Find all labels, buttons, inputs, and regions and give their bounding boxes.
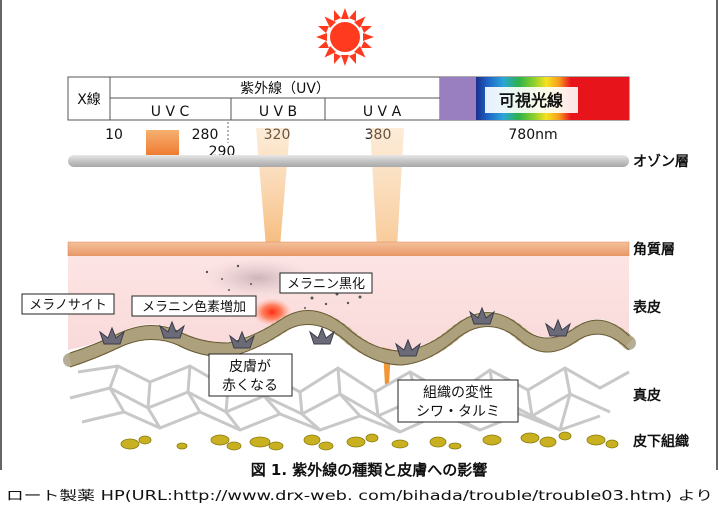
ozone-label: オゾン層 (633, 153, 689, 170)
sun-icon (316, 8, 374, 66)
melanin-increase-callout: メラニン色素増加 (131, 295, 257, 317)
redness-text-line2: 赤くなる (222, 378, 278, 394)
melanin-darkening-text: メラニン黒化 (287, 277, 365, 292)
tissue-change-text-line2: シワ・タルミ (416, 404, 500, 420)
melanocyte-icon (99, 326, 125, 345)
uva-label: U V A (363, 104, 402, 120)
subcutaneous-fat (120, 431, 619, 451)
melanocyte-icon (229, 330, 255, 349)
stratum-corneum-label: 角質層 (633, 241, 675, 258)
melanocyte-icon (159, 320, 185, 339)
dermis-label: 真皮 (633, 387, 661, 404)
stratum-corneum (67, 241, 630, 257)
uvb-beam (256, 128, 290, 318)
tick-10: 10 (105, 127, 123, 143)
visible-light-label: 可視光線 (499, 91, 563, 110)
melanocyte-icon (395, 338, 421, 357)
xray-label: X線 (77, 92, 101, 108)
tissue-change-callout: 組織の変性 シワ・タルミ (397, 379, 519, 423)
melanin-darkening-callout: メラニン黒化 (279, 272, 373, 294)
dermis-network (69, 364, 630, 434)
visible-violet-band (440, 77, 476, 120)
melanin-dots (205, 264, 362, 309)
figure-caption: 図 1. 紫外線の種類と皮膚への影響 (251, 461, 488, 479)
uv-label: 紫外線（UV） (240, 81, 330, 97)
melanin-increase-text: メラニン色素増加 (142, 299, 246, 315)
uvc-block (146, 130, 179, 156)
tissue-change-text-line1: 組織の変性 (423, 384, 493, 401)
epidermis-label: 表皮 (632, 299, 661, 316)
redness-callout: 皮膚が 赤くなる (208, 353, 293, 397)
uvb-label: U V B (259, 104, 297, 120)
melanocyte-callout: メラノサイト (21, 293, 115, 315)
spectrum-table: X線 紫外線（UV） U V C U V B U V A 可視光線 (67, 76, 630, 121)
figure-source: ロート製薬 HP(URL:http://www.drx-web. com/bih… (6, 489, 713, 504)
melanocyte-icon (469, 306, 495, 325)
redness-text-line1: 皮膚が (229, 359, 271, 375)
melanocyte-icon (545, 318, 571, 337)
melanocyte-text: メラノサイト (29, 298, 107, 313)
subcutaneous-label: 皮下組織 (632, 433, 689, 450)
tick-780: 780nm (508, 127, 557, 143)
tick-280: 280 (192, 127, 219, 143)
melanocyte-icon (309, 326, 335, 345)
uvc-label: U V C (151, 104, 190, 120)
ozone-layer (68, 155, 629, 167)
